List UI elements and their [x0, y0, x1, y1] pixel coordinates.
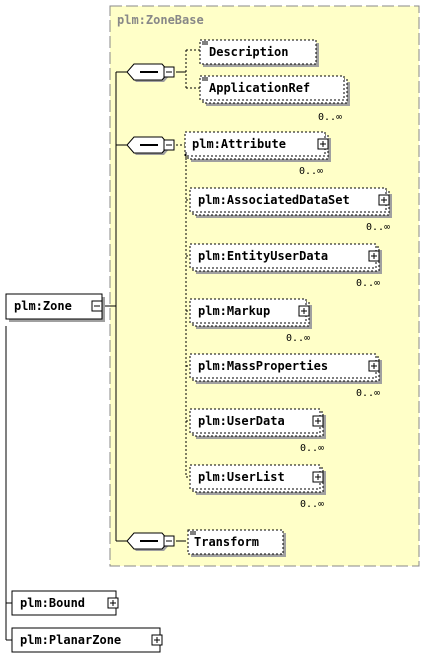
sequence-node-1[interactable]	[126, 63, 175, 82]
element-plm-markup[interactable]: plm:Markup 0..∞	[189, 298, 312, 344]
group-title: plm:ZoneBase	[117, 13, 204, 27]
element-plm-userlist[interactable]: plm:UserList 0..∞	[189, 464, 326, 510]
root-label: plm:Zone	[14, 299, 72, 313]
element-plm-userdata[interactable]: plm:UserData 0..∞	[189, 408, 326, 454]
bound-label: plm:Bound	[20, 596, 85, 610]
attribute-occurs: 0..∞	[299, 166, 323, 177]
description-label: Description	[209, 45, 288, 59]
element-plm-attribute[interactable]: plm:Attribute 0..∞	[184, 131, 331, 177]
applicationref-occurs: 0..∞	[318, 112, 342, 123]
choice-label: plm:AssociatedDataSet	[198, 193, 350, 207]
attribute-label: plm:Attribute	[192, 137, 286, 151]
sequence-node-3[interactable]	[126, 532, 175, 551]
choice-occurs: 0..∞	[300, 443, 324, 454]
applicationref-label: ApplicationRef	[209, 81, 310, 95]
element-plm-zone[interactable]: plm:Zone	[5, 293, 105, 322]
element-plm-entityuserdata[interactable]: plm:EntityUserData 0..∞	[189, 243, 382, 289]
choice-label: plm:UserData	[198, 414, 285, 428]
element-transform[interactable]: Transform	[187, 529, 286, 557]
choice-occurs: 0..∞	[356, 388, 380, 399]
choice-occurs: 0..∞	[300, 499, 324, 510]
element-applicationref[interactable]: ApplicationRef 0..∞	[199, 75, 350, 123]
element-plm-bound[interactable]: plm:Bound	[11, 590, 119, 616]
planarzone-label: plm:PlanarZone	[20, 633, 121, 647]
sequence-node-2[interactable]	[126, 136, 175, 155]
choice-occurs: 0..∞	[356, 278, 380, 289]
attribute-substitutions: plm:AssociatedDataSet0..∞plm:EntityUserD…	[189, 187, 392, 510]
choice-occurs: 0..∞	[286, 333, 310, 344]
choice-label: plm:Markup	[198, 304, 270, 318]
element-plm-massproperties[interactable]: plm:MassProperties 0..∞	[189, 353, 382, 399]
choice-label: plm:UserList	[198, 470, 285, 484]
choice-label: plm:MassProperties	[198, 359, 328, 373]
element-description[interactable]: Description	[199, 39, 319, 67]
choice-occurs: 0..∞	[366, 222, 390, 233]
transform-label: Transform	[194, 535, 259, 549]
element-plm-planarzone[interactable]: plm:PlanarZone	[11, 627, 163, 653]
choice-label: plm:EntityUserData	[198, 249, 328, 263]
element-plm-associateddataset[interactable]: plm:AssociatedDataSet 0..∞	[189, 187, 392, 233]
